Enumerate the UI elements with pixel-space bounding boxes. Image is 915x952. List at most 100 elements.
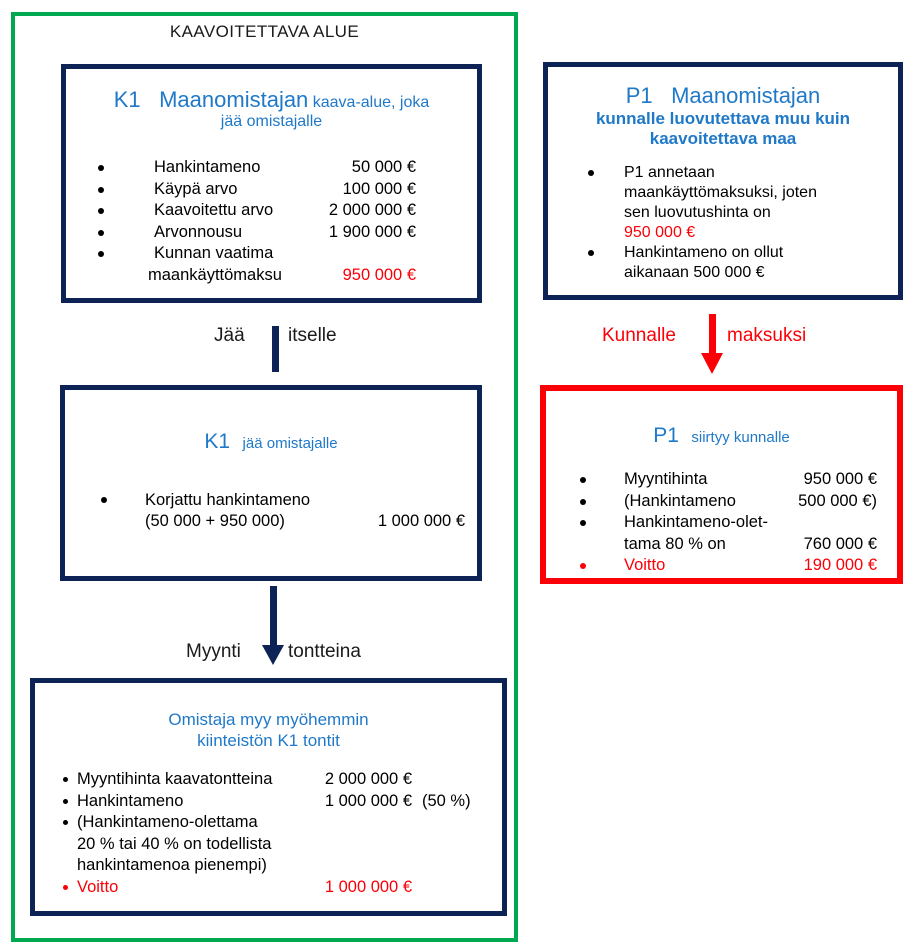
row-value: 1 900 000 € [328, 222, 416, 241]
row-value: 100 000 € [342, 179, 416, 198]
bullet-dot [98, 186, 104, 193]
row-label: Hankintameno [154, 158, 261, 176]
bullet-dot [580, 498, 586, 505]
list-item: Kaavoitettu arvo 2 000 000 € [84, 200, 463, 222]
row-value: 2 000 000 € [324, 770, 412, 788]
row-label-highlight: Voitto [77, 877, 119, 896]
list-item: Myyntihinta kaavatontteina 2 000 000 € [49, 769, 492, 791]
list-item: Voitto 190 000 € [562, 555, 885, 577]
row-label: Käypä arvo [154, 179, 238, 198]
row-label: Myyntihinta kaavatontteina [77, 770, 273, 788]
arrow2-label-right: tontteina [288, 641, 361, 662]
k1-bot-line2: kiinteistön K1 tontit [197, 731, 340, 751]
k1-mid-code: K1 [204, 430, 231, 453]
k1-mid-rest: jää omistajalle [242, 435, 338, 452]
list-item: Arvonnousu 1 900 000 € [84, 222, 463, 244]
row-label: Hankintameno [77, 791, 184, 810]
row-label-cont: tama 80 % on [624, 534, 726, 553]
p1-red-list: Myyntihinta 950 000 € (Hankintameno 500 … [562, 469, 885, 577]
arrow-down-red-shaft [709, 314, 716, 358]
bullet-line: aikanaan 500 000 € [624, 264, 765, 281]
list-item: Hankintameno on ollut aikanaan 500 000 € [566, 243, 886, 283]
row-value: 2 000 000 € [328, 201, 416, 219]
list-item: (Hankintameno 500 000 €) [562, 491, 885, 513]
arrow-down-navy-2-head [262, 645, 284, 665]
bullet-line: sen luovutushinta on [624, 204, 771, 221]
p1-red-code: P1 [653, 424, 679, 447]
p1-top-line3: kaavoitettava maa [649, 129, 797, 148]
bullet-dot [588, 170, 594, 176]
box-k1-top: K1 Maanomistajan kaava-alue, joka jää om… [61, 64, 482, 303]
box-p1-top-heading: P1 Maanomistajan kunnalle luovutettava m… [560, 83, 886, 149]
row-value-highlight: 1 000 000 € [324, 877, 412, 896]
zoning-area-frame [11, 12, 518, 942]
row-value: 760 000 € [803, 534, 877, 553]
row-value-highlight: 950 000 € [342, 265, 416, 284]
bullet-dot [63, 798, 68, 804]
row-value: 500 000 €) [798, 491, 877, 510]
row-label-cont: maankäyttömaksu [148, 265, 282, 284]
row-label-highlight: Voitto [624, 556, 666, 574]
row-extra: (50 %) [422, 791, 471, 810]
bullet-line: Hankintameno on ollut [624, 244, 784, 261]
box-p1-transfer-heading: P1 siirtyy kunnalle [546, 424, 897, 448]
bullet-dot [63, 820, 68, 825]
bullet-dot-red [63, 884, 68, 890]
list-item: Hankintameno-olet- tama 80 % on 760 000 … [562, 512, 885, 555]
box-k1-bottom-heading: Omistaja myy myöhemmin kiinteistön K1 to… [35, 709, 502, 752]
row-label: Kunnan vaatima [154, 244, 274, 262]
k1-bottom-list: Myyntihinta kaavatontteina 2 000 000 € H… [49, 769, 492, 898]
row-value: 950 000 € [803, 470, 877, 488]
p1-top-list: P1 annetaan maankäyttömaksuksi, joten se… [566, 163, 886, 283]
list-item: (Hankintameno-olettama 20 % tai 40 % on … [49, 812, 492, 877]
arrow1-label-left: Jää [214, 325, 245, 346]
box-p1-top: P1 Maanomistajan kunnalle luovutettava m… [543, 62, 903, 300]
row-value: 1 000 000 € [324, 791, 412, 810]
row-label: (Hankintameno [624, 491, 736, 510]
bullet-dot [580, 477, 586, 483]
k1-top-code: K1 [113, 87, 141, 112]
bullet-dot [98, 229, 104, 236]
bullet-line: Korjattu hankintameno [145, 491, 311, 509]
k1-top-list: Hankintameno 50 000 € Käypä arvo 100 000… [84, 157, 463, 286]
area-title: KAAVOITETTAVA ALUE [169, 22, 360, 41]
arrow-red-label-right: maksuksi [727, 325, 807, 346]
row-label-cont: 20 % tai 40 % on todellista [77, 834, 272, 853]
k1-top-rest: kaava-alue, joka [312, 94, 430, 111]
bullet-dot [98, 251, 104, 257]
bullet-dot [588, 250, 594, 256]
list-item: Käypä arvo 100 000 € [84, 179, 463, 201]
bullet-dot [101, 497, 107, 503]
bullet-dot-red [580, 563, 586, 569]
p1-top-line2: kunnalle luovutettava muu kuin [595, 108, 851, 128]
row-value: 1 000 000 € [377, 512, 465, 530]
row-label: Myyntihinta [624, 470, 708, 488]
list-item: Myyntihinta 950 000 € [562, 469, 885, 491]
bullet-line: (50 000 + 950 000) [145, 512, 285, 530]
box-k1-middle: K1 jää omistajalle Korjattu hankintameno… [60, 385, 482, 581]
k1-top-line2: jää omistajalle [220, 112, 323, 130]
row-value-highlight: 190 000 € [803, 556, 877, 574]
arrow-down-red-head [701, 353, 723, 374]
bullet-dot [580, 520, 586, 526]
box-p1-transfer: P1 siirtyy kunnalle Myyntihinta 950 000 … [540, 385, 903, 584]
row-label: Hankintameno-olet- [624, 513, 768, 531]
list-item: P1 annetaan maankäyttömaksuksi, joten se… [566, 163, 886, 243]
arrow-down-navy-2-shaft [270, 586, 277, 648]
p1-top-code: P1 [625, 83, 653, 108]
list-item: Kunnan vaatima maankäyttömaksu 950 000 € [84, 243, 463, 286]
box-k1-bottom: Omistaja myy myöhemmin kiinteistön K1 to… [30, 678, 507, 916]
k1-bot-line1: Omistaja myy myöhemmin [168, 710, 369, 729]
list-item: Korjattu hankintameno (50 000 + 950 000)… [83, 490, 465, 532]
row-label-cont: hankintamenoa pienempi) [77, 856, 267, 874]
list-item: Hankintameno 50 000 € [84, 157, 463, 179]
bullet-dot [98, 165, 104, 171]
list-item: Voitto 1 000 000 € [49, 877, 492, 899]
bullet-line: P1 annetaan [624, 164, 715, 181]
k1-middle-list: Korjattu hankintameno (50 000 + 950 000)… [83, 490, 465, 532]
arrow-red-label-left: Kunnalle [602, 325, 676, 346]
row-value: 50 000 € [351, 158, 416, 176]
arrow1-label-right: itselle [288, 325, 337, 346]
row-label: Kaavoitettu arvo [154, 201, 274, 219]
